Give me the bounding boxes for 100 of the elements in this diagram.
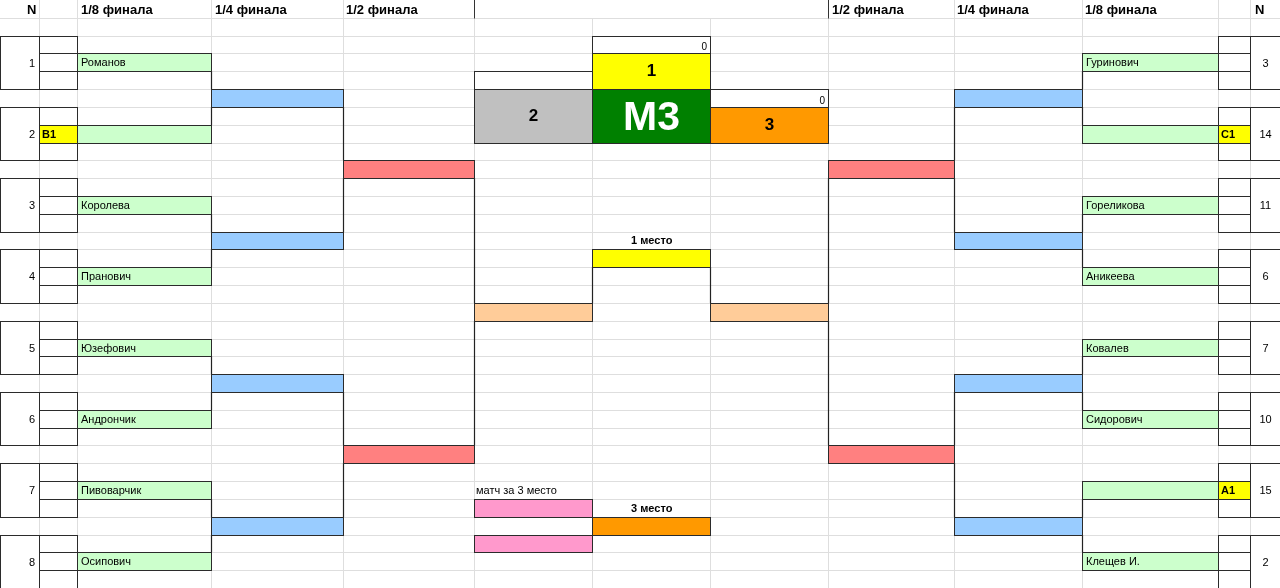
second-place-block: 2 [474, 89, 593, 144]
bracket-line [473, 177, 476, 304]
empty-cell [1218, 356, 1251, 375]
seed-number-cell: 3 [1250, 36, 1280, 90]
round-header: 1/8 финала [81, 2, 153, 17]
empty-cell [39, 499, 78, 518]
seed-number-cell: 15 [1250, 463, 1280, 518]
third-place-block: 3 [710, 107, 829, 144]
bracket-line [827, 320, 830, 446]
empty-cell [1218, 535, 1251, 553]
bracket-line [342, 106, 345, 161]
bracket-line [953, 177, 956, 233]
empty-cell [39, 428, 78, 446]
podium-title-block: M3 [592, 89, 711, 144]
bracket-line [953, 462, 956, 518]
empty-cell [39, 36, 78, 54]
bracket-line [953, 106, 956, 161]
player-name-cell: Андрончик [77, 410, 212, 429]
quarterfinal-slot [954, 517, 1083, 536]
empty-cell [1218, 428, 1251, 446]
round-header: 1/4 финала [957, 2, 1029, 17]
player-name-cell: Пранович [77, 267, 212, 286]
quarterfinal-slot [211, 232, 344, 250]
bracket-line [827, 177, 830, 304]
final-slot [474, 303, 593, 322]
seed-number-cell: 8 [0, 535, 40, 588]
semifinal-slot [343, 445, 475, 464]
bracket-line [953, 391, 956, 446]
round-header: 1/4 финала [215, 2, 287, 17]
empty-cell [1218, 36, 1251, 54]
empty-cell [39, 321, 78, 340]
seed-number-cell: 10 [1250, 392, 1280, 446]
seed-number-cell: 11 [1250, 178, 1280, 233]
column-header: N [27, 2, 37, 17]
bracket-line [342, 177, 345, 233]
third-place-slot [592, 517, 711, 536]
quarterfinal-slot [211, 89, 344, 108]
score-cell: 0 [592, 36, 711, 54]
player-name-cell: Юзефович [77, 339, 212, 357]
quarterfinal-slot [954, 232, 1083, 250]
seed-number-cell: 6 [1250, 249, 1280, 304]
empty-cell [39, 570, 78, 588]
empty-cell [1218, 214, 1251, 233]
empty-cell [39, 178, 78, 197]
empty-cell [39, 285, 78, 304]
semifinal-slot [828, 160, 955, 179]
quarterfinal-slot [211, 374, 344, 393]
bracket-line [342, 391, 345, 446]
empty-cell [39, 535, 78, 553]
player-name-cell: Ковалев [1082, 339, 1219, 357]
third-place-match-slot [474, 499, 593, 518]
bracket-line [342, 462, 345, 518]
round-header: 1/8 финала [1085, 2, 1157, 17]
empty-cell [1218, 499, 1251, 518]
player-name-cell: Осипович [77, 552, 212, 571]
semifinal-slot [828, 445, 955, 464]
empty-cell [1218, 570, 1251, 588]
player-name-cell: Романов [77, 53, 212, 72]
place-caption: 3 место [631, 502, 673, 515]
empty-cell [1218, 71, 1251, 90]
player-name-cell: Королева [77, 196, 212, 215]
column-header: N [1255, 2, 1265, 17]
empty-cell [1218, 249, 1251, 268]
player-name-cell: Гуринович [1082, 53, 1219, 72]
empty-cell [1218, 143, 1251, 161]
player-name-cell [1082, 125, 1219, 144]
seed-number-cell: 7 [0, 463, 40, 518]
semifinal-slot [343, 160, 475, 179]
empty-cell [39, 143, 78, 161]
seed-number-cell: 6 [0, 392, 40, 446]
seed-number-cell: 1 [0, 36, 40, 90]
round-header: 1/2 финала [832, 2, 904, 17]
bracket-line [473, 320, 476, 446]
player-name-cell [1082, 481, 1219, 500]
empty-cell [39, 249, 78, 268]
quarterfinal-slot [954, 374, 1083, 393]
player-name-cell [77, 125, 212, 144]
seed-number-cell: 7 [1250, 321, 1280, 375]
place-caption: 1 место [631, 234, 673, 247]
player-name-cell: Гореликова [1082, 196, 1219, 215]
seed-number-cell: 14 [1250, 107, 1280, 161]
empty-cell [39, 356, 78, 375]
round-header: 1/2 финала [346, 2, 418, 17]
winner-slot [592, 249, 711, 268]
quarterfinal-slot [954, 89, 1083, 108]
bracket-line [709, 266, 712, 304]
first-place-block: 1 [592, 53, 711, 90]
quarterfinal-slot [211, 517, 344, 536]
player-name-cell: Аникеева [1082, 267, 1219, 286]
seed-number-cell: 4 [0, 249, 40, 304]
player-name-cell: Пивоварчик [77, 481, 212, 500]
player-name-cell: Клещев И. [1082, 552, 1219, 571]
player-name-cell: Сидорович [1082, 410, 1219, 429]
third-place-match-slot [474, 535, 593, 553]
match-caption: матч за 3 место [476, 484, 557, 497]
bracket-line [591, 266, 594, 304]
empty-cell [39, 463, 78, 482]
seed-number-cell: 5 [0, 321, 40, 375]
final-slot [710, 303, 829, 322]
empty-cell [1218, 285, 1251, 304]
